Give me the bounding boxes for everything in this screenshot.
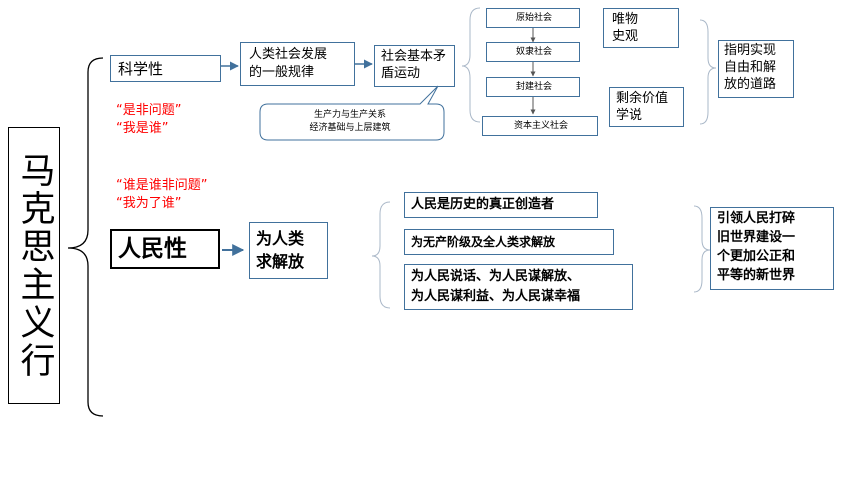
main-title: 马克思主义行	[14, 151, 55, 380]
point-box-3: 为人民说话、为人民谋解放、 为人民谋利益、为人民谋幸福	[404, 264, 633, 310]
callout-line-1: 生产力与生产关系	[313, 110, 386, 120]
points-brace	[371, 201, 391, 309]
point-2: 为无产阶级及全人类求解放	[411, 235, 556, 249]
surplus-box: 剩余价值 学说	[609, 87, 684, 127]
stage-feudal-label: 封建社会	[515, 82, 552, 92]
stages-brace	[461, 7, 481, 123]
stage-primitive-label: 原始社会	[515, 13, 552, 23]
point-1: 人民是历史的真正创造者	[411, 197, 555, 212]
stage-primitive: 原始社会	[486, 8, 580, 28]
callout-line-2: 经济基础与上层建筑	[309, 123, 391, 133]
point-box-1: 人民是历史的真正创造者	[404, 192, 598, 218]
movement-line-1: 社会基本矛	[381, 49, 447, 64]
movement-line-2: 盾运动	[381, 66, 421, 81]
materialism-line-2: 史观	[612, 29, 639, 44]
materialism-box: 唯物 史观	[603, 8, 679, 48]
conclusion-brace	[699, 19, 717, 125]
liberation-line-1: 为人类	[256, 229, 305, 248]
people-conclusion-box: 引领人民打碎 旧世界建设一 个更加公正和 平等的新世界	[710, 207, 834, 290]
point-3-line-2: 为人民谋利益、为人民谋幸福	[411, 289, 581, 304]
scientific-q2: “我是谁”	[116, 121, 169, 136]
surplus-line-2: 学说	[616, 108, 643, 123]
people-conclusion-line-3: 个更加公正和	[717, 249, 796, 264]
stage-slave-label: 奴隶社会	[515, 47, 552, 57]
materialism-line-1: 唯物	[612, 12, 639, 27]
stage-slave: 奴隶社会	[486, 42, 580, 62]
stage-capitalist-label: 资本主义社会	[513, 121, 568, 131]
point-3-line-1: 为人民说话、为人民谋解放、	[411, 269, 581, 284]
people-label: 人民性	[118, 236, 187, 262]
sci-conclusion-line-1: 指明实现	[724, 43, 777, 58]
people-conclusion-line-4: 平等的新世界	[717, 268, 796, 283]
people-conclusion-line-1: 引领人民打碎	[717, 211, 796, 226]
law-line-2: 的一般规律	[249, 65, 315, 80]
law-box: 人类社会发展 的一般规律	[240, 42, 355, 86]
surplus-line-1: 剩余价值	[616, 91, 669, 106]
liberation-box: 为人类 求解放	[249, 222, 328, 279]
liberation-line-2: 求解放	[256, 252, 305, 271]
people-q2: “我为了谁”	[116, 196, 182, 211]
stage-feudal: 封建社会	[486, 77, 580, 97]
movement-box: 社会基本矛 盾运动	[374, 45, 455, 87]
main-title-box: 马克思主义行	[8, 127, 60, 404]
scientific-conclusion-box: 指明实现 自由和解 放的道路	[718, 40, 794, 98]
main-brace	[67, 57, 104, 417]
law-line-1: 人类社会发展	[249, 47, 328, 62]
people-conclusion-line-2: 旧世界建设一	[717, 230, 796, 245]
sci-conclusion-line-3: 放的道路	[724, 77, 777, 92]
people-q1: “谁是谁非问题”	[116, 178, 208, 193]
stage-capitalist: 资本主义社会	[482, 116, 598, 136]
point-box-2: 为无产阶级及全人类求解放	[404, 229, 614, 255]
scientific-q1: “是非问题”	[116, 103, 182, 118]
scientific-box: 科学性	[110, 55, 221, 82]
scientific-label: 科学性	[118, 60, 164, 78]
people-box: 人民性	[110, 229, 220, 269]
sci-conclusion-line-2: 自由和解	[724, 60, 777, 75]
